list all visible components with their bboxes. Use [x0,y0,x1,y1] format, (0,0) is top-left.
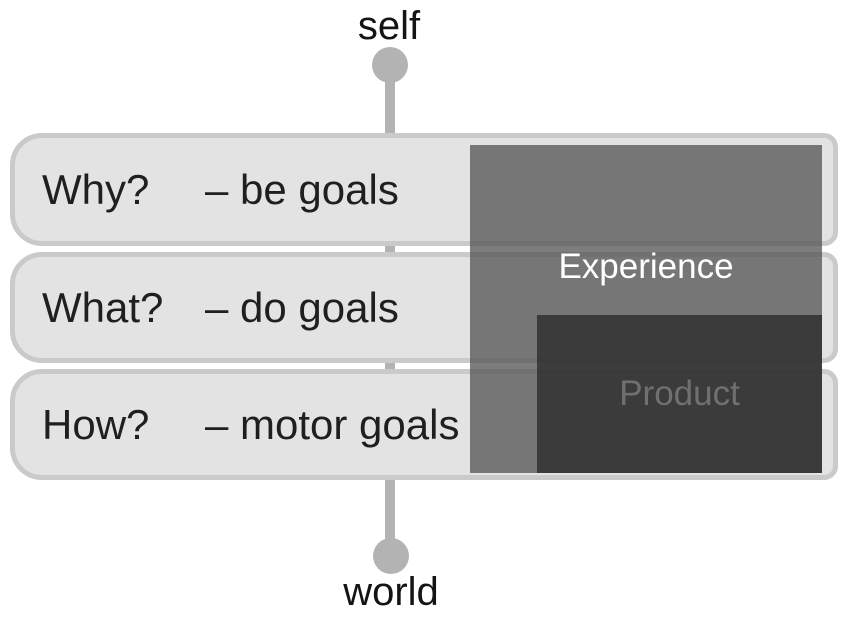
self-label: self [357,4,421,48]
product-label: Product [619,374,740,413]
self-node-circle [372,47,408,83]
world-node-circle [373,538,409,574]
row-why-question: Why? [42,165,150,213]
row-how-goal: – motor goals [205,400,460,448]
world-label: world [343,570,439,614]
experience-label: Experience [558,247,734,286]
row-why-goal: – be goals [205,165,399,213]
row-how-question: How? [42,400,150,448]
product-overlay: Product [537,315,822,473]
row-what-goal: – do goals [205,283,399,331]
row-what-question: What? [42,283,164,331]
